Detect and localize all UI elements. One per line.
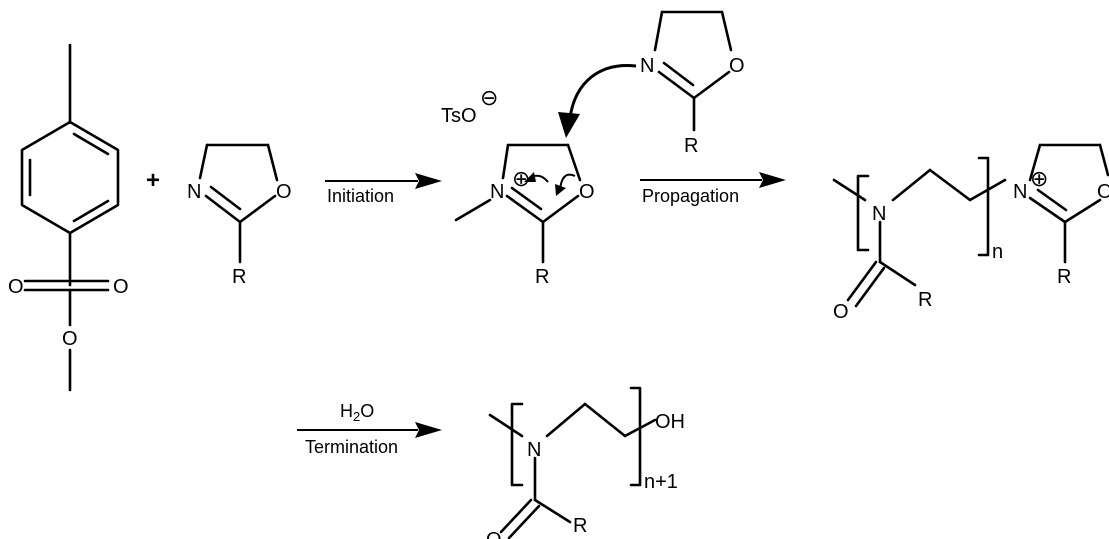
terminated-nitrogen: N [527,439,541,461]
intermediate-oxygen: O [579,181,595,203]
initiation-arrow: Initiation [325,173,442,206]
terminated-repeat-count: n+1 [644,471,678,493]
propagation-label: Propagation [642,186,739,206]
plus-sign: + [146,167,160,194]
attacking-monomer-oxygen: O [729,55,745,77]
sulfonyl-oxygen-right: O [113,276,129,298]
polymer-side-substituent: R [918,289,932,311]
polymer-ring-cation-charge: ⊕ [1030,166,1048,191]
methyl-tosylate-structure: O O O [8,43,129,392]
polymer-carbonyl-oxygen: O [833,301,849,323]
attacking-monomer-substituent: R [684,135,698,157]
terminated-carbonyl-oxygen: O [486,529,502,539]
oxazoline-monomer-structure: N O R [187,143,292,288]
ester-oxygen: O [62,328,78,350]
attacking-monomer-nitrogen: N [640,55,654,77]
monomer-nitrogen: N [187,181,201,203]
sulfonyl-oxygen-left: O [8,276,24,298]
intermediate-cation-charge: ⊕ [512,166,530,191]
polymer-nitrogen: N [872,203,886,225]
attacking-monomer-structure: N O R [558,10,745,157]
initiation-label: Initiation [327,186,394,206]
counter-anion: TsO [441,105,477,127]
monomer-oxygen: O [276,181,292,203]
water-reagent: H2O [340,401,374,424]
terminated-polymer-structure: N OH n+1 O R [486,386,685,539]
polymer-repeat-count: n [992,241,1003,263]
termination-label: Termination [305,437,398,457]
anion-charge: ⊖ [480,85,498,110]
polymer-ring-nitrogen: N [1013,181,1027,203]
oxazolinium-intermediate-structure: TsO ⊖ N O R ⊕ [441,85,595,288]
intermediate-substituent: R [535,266,549,288]
terminated-side-substituent: R [573,515,587,537]
polymer-ring-oxygen: O [1097,181,1109,203]
terminal-hydroxyl: OH [655,411,685,433]
propagation-arrow: Propagation [640,172,786,206]
living-polymer-structure: N n O R N ⊕ O R [832,143,1109,323]
intermediate-nitrogen: N [490,181,504,203]
polymer-ring-substituent: R [1057,266,1071,288]
monomer-substituent: R [232,266,246,288]
termination-arrow: H2O Termination [297,401,442,457]
